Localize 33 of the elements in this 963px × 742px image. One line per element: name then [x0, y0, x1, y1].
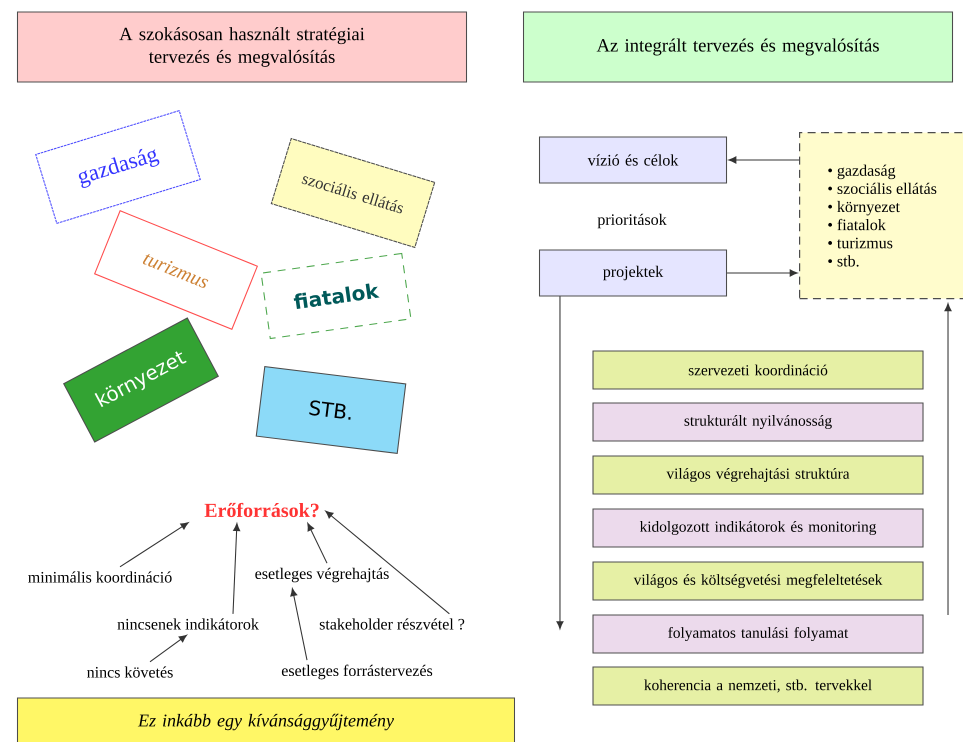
- text-label: prioritások: [598, 214, 667, 228]
- arrow: [307, 522, 328, 564]
- process-box: vízió és célok: [538, 136, 728, 184]
- note-box: Ez inkább egy kívánsággyűjtemény: [16, 697, 516, 742]
- text-label: esetleges forrástervezés: [282, 664, 432, 680]
- text-label: nincs követés: [87, 666, 173, 678]
- list-box: • gazdaság • szociális ellátás • környezet • fiatalok • turizmus • stb.: [799, 132, 963, 300]
- text-label: nincsenek indikátorok: [118, 618, 259, 630]
- arrow: [944, 303, 952, 615]
- process-box: világos és költségvetési megfeleltetések: [592, 561, 924, 601]
- arrow: [728, 156, 800, 164]
- label-card: fiatalok: [260, 252, 412, 340]
- process-box: projektek: [538, 249, 728, 297]
- arrow: [120, 522, 189, 568]
- arrow: [325, 510, 450, 614]
- text-label: esetleges végrehajtás: [255, 568, 389, 582]
- title-box: Az integrált tervezés és megvalósítás: [522, 11, 954, 83]
- process-box: kidolgozott indikátorok és monitoring: [592, 508, 924, 548]
- text-label: stakeholder részvétel ?: [320, 618, 464, 630]
- label-card: STB.: [256, 366, 406, 454]
- heading-text: Erőforrások?: [204, 502, 319, 518]
- process-box: világos végrehajtási struktúra: [592, 455, 924, 495]
- arrow: [150, 634, 187, 662]
- arrow: [727, 269, 798, 277]
- process-box: folyamatos tanulási folyamat: [592, 614, 924, 654]
- text-label: minimális koordináció: [28, 571, 172, 583]
- process-box: strukturált nyilvánosság: [592, 402, 924, 442]
- process-box: szervezeti koordináció: [592, 350, 924, 390]
- arrow: [290, 588, 308, 660]
- arrow: [556, 296, 564, 630]
- arrow: [232, 523, 240, 614]
- process-box: koherencia a nemzeti, stb. tervekkel: [592, 666, 924, 706]
- title-box: A szokásosan használt stratégiai tervezés és megvalósítás: [16, 11, 468, 83]
